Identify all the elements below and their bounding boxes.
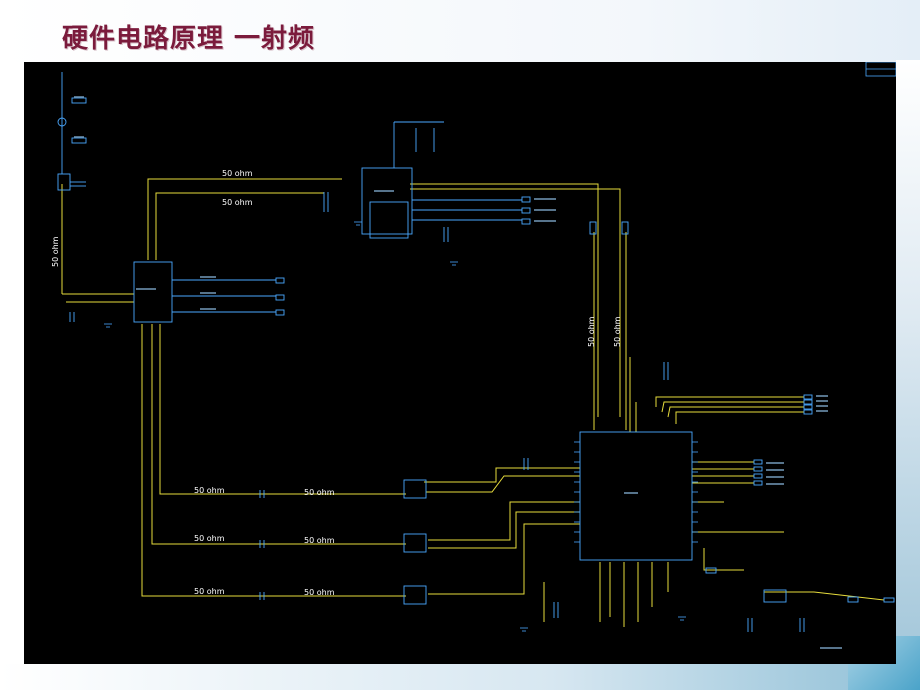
impedance-labels: 50 ohm 50 ohm 50 ohm 50 ohm 50 ohm 50 oh… — [51, 169, 622, 597]
front-end-module — [133, 261, 173, 323]
trace-label: 50 ohm — [304, 488, 335, 497]
main-ic-pins — [574, 441, 698, 543]
trace-label: 50 ohm — [194, 587, 225, 596]
title-block — [865, 61, 897, 77]
trace-label: 50 ohm — [304, 536, 335, 545]
main-ic — [579, 431, 693, 561]
trace-label: 50 ohm — [587, 316, 596, 347]
part-annotation-glyphs — [74, 96, 842, 649]
transceiver-1 — [403, 479, 427, 499]
upper-rf-chip — [361, 167, 413, 235]
trace-label: 50 ohm — [194, 486, 225, 495]
trace-label: 50 ohm — [222, 198, 253, 207]
slide-header-background — [0, 0, 920, 62]
components — [57, 72, 895, 632]
rf-traces — [61, 178, 885, 627]
trace-label: 50 ohm — [613, 316, 622, 347]
ground-symbols — [104, 221, 686, 632]
trace-label: 50 ohm — [194, 534, 225, 543]
trace-label: 50 ohm — [304, 588, 335, 597]
transceiver-2 — [403, 533, 427, 553]
rf-schematic-image: 50 ohm 50 ohm 50 ohm 50 ohm 50 ohm 50 oh… — [24, 61, 897, 664]
transceiver-3 — [403, 585, 427, 605]
slide-right-decoration — [896, 60, 920, 690]
schematic-canvas: 50 ohm 50 ohm 50 ohm 50 ohm 50 ohm 50 oh… — [51, 61, 897, 649]
antenna-switch — [57, 173, 71, 191]
trace-label: 50 ohm — [222, 169, 253, 178]
slide-title: 硬件电路原理 一射频 — [62, 24, 316, 54]
slide-bottom-decoration — [0, 664, 920, 690]
trace-label: 50 ohm — [51, 236, 60, 267]
